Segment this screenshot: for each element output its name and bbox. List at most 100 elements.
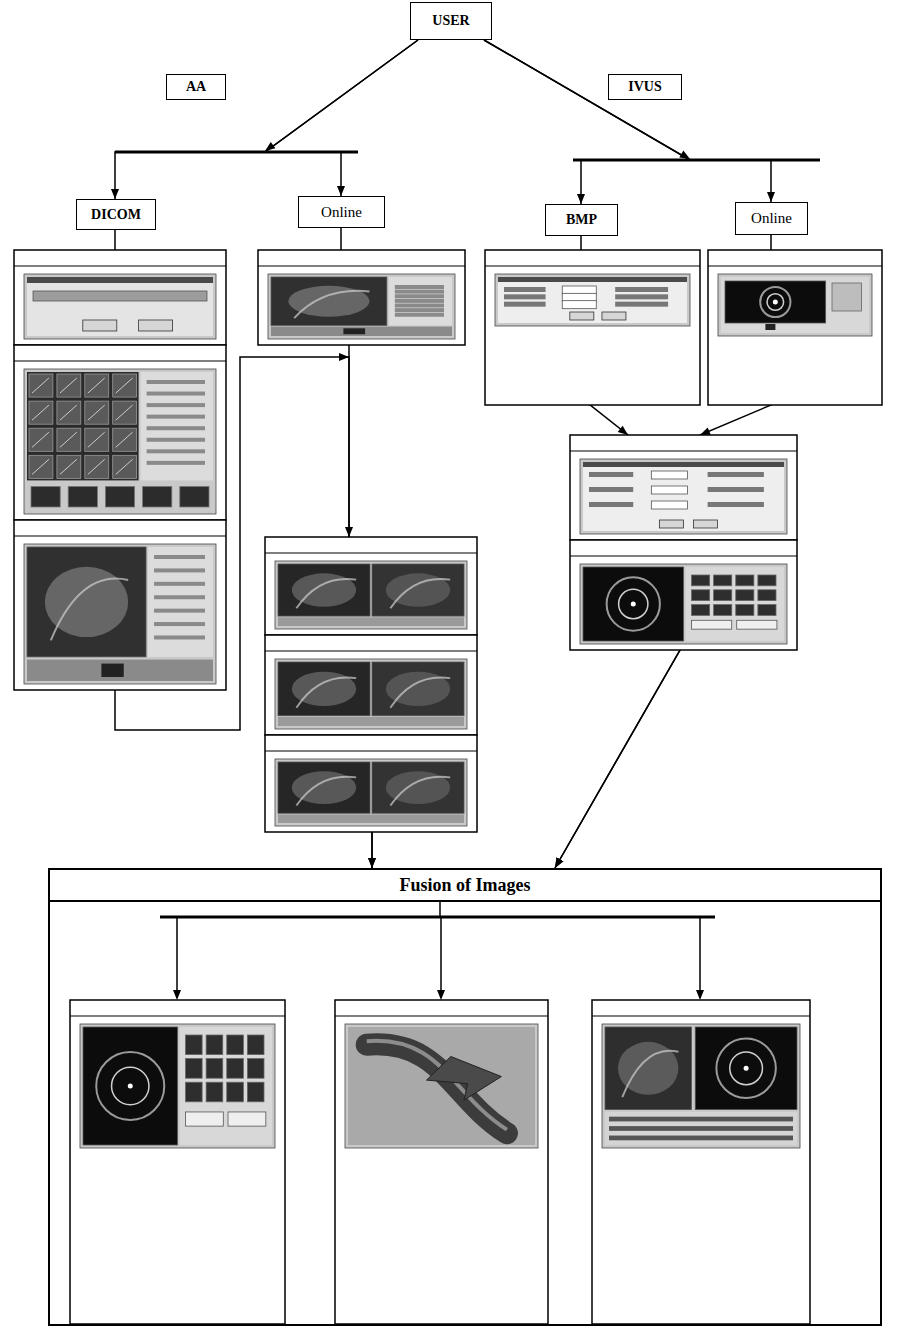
- branch-bar: [573, 159, 820, 162]
- window-title-line: [265, 650, 477, 651]
- control-button: [186, 1112, 224, 1126]
- online-ivus-screen: [708, 250, 882, 405]
- thumbnail-strip: [105, 486, 134, 507]
- window-panel: [70, 1000, 285, 1324]
- thumbnail-vessel: [116, 378, 133, 393]
- form-field: [651, 501, 687, 509]
- modality-label-box: IVUS: [608, 74, 682, 100]
- form-label: [504, 302, 546, 307]
- ivus-ring: [760, 287, 790, 317]
- thumbnail: [29, 455, 53, 478]
- thumbnail-vessel: [88, 378, 105, 393]
- branch-bar: [115, 151, 358, 154]
- angiogram-image: [372, 762, 464, 813]
- window-panel: [265, 635, 477, 735]
- control-panel: [832, 283, 862, 311]
- thumbnail-vessel: [32, 405, 49, 420]
- dicom-screens: [14, 250, 226, 690]
- screen-button: [692, 605, 710, 616]
- form-field: [562, 286, 596, 294]
- arrow-head: [700, 427, 711, 435]
- control-panel: [389, 277, 452, 325]
- dialog-button: [694, 520, 718, 528]
- screenshot-frame: [718, 274, 872, 336]
- control-line: [147, 449, 205, 453]
- arrow-head: [696, 990, 704, 1000]
- ivus-image: [83, 1027, 178, 1145]
- thumbnail: [85, 428, 109, 451]
- dialog-field: [33, 291, 207, 301]
- screenshot-frame: [268, 274, 455, 339]
- thumbnail: [57, 455, 81, 478]
- control-line: [609, 1136, 793, 1141]
- vessel-curve: [294, 291, 369, 318]
- status-button: [343, 328, 365, 334]
- form-label: [589, 487, 633, 492]
- wire: [440, 917, 442, 998]
- window-panel: [708, 250, 882, 405]
- ivus-ring: [96, 1052, 164, 1120]
- screen-button: [206, 1059, 223, 1079]
- form-label: [504, 287, 546, 292]
- flow-arrow-heads: [339, 353, 711, 537]
- screenshot-frame: [275, 659, 467, 729]
- window-panel: [570, 435, 797, 540]
- dialog-button: [570, 312, 594, 320]
- form-label: [708, 472, 764, 477]
- control-line: [395, 313, 444, 317]
- screen-button: [692, 575, 710, 586]
- control-line: [154, 635, 205, 639]
- control-line: [154, 622, 205, 626]
- screen-button: [758, 575, 776, 586]
- node-label: BMP: [566, 212, 597, 228]
- window-body: [721, 277, 869, 333]
- angiogram-image: [605, 1027, 691, 1110]
- angiogram-image: [278, 662, 370, 716]
- screen-button: [186, 1082, 203, 1102]
- node-label: Fusion of Images: [50, 870, 880, 902]
- online-angio-screen: [258, 250, 465, 345]
- control-line: [395, 285, 444, 289]
- dialog-body: [27, 277, 213, 336]
- control-line: [154, 582, 205, 586]
- ivus-catheter: [744, 1066, 749, 1071]
- arrow-head: [265, 142, 275, 151]
- vessel-curve: [390, 777, 450, 806]
- bmp-screen: [485, 250, 700, 405]
- window-title-line: [570, 555, 797, 556]
- user-box: USER: [410, 2, 492, 40]
- screen-button: [714, 590, 732, 601]
- dialog-body: [498, 277, 687, 323]
- source-box: DICOM: [76, 199, 156, 230]
- form-label: [504, 294, 546, 299]
- screenshot-frame: [275, 561, 467, 629]
- screen-button: [227, 1082, 244, 1102]
- branch-bars: [115, 142, 820, 160]
- fusion-3d-screen: [335, 1000, 548, 1324]
- vessel-curve: [296, 777, 356, 806]
- control-line: [154, 555, 205, 559]
- rendering-background: [348, 1027, 535, 1145]
- status-bar: [27, 660, 213, 681]
- thumbnail: [113, 374, 137, 397]
- thumbnail: [113, 455, 137, 478]
- screenshot-frame: [80, 1024, 275, 1148]
- ivus-processing-screens: [570, 435, 797, 650]
- status-bar: [278, 617, 464, 626]
- status-bar: [278, 814, 464, 823]
- screen-button: [186, 1059, 203, 1079]
- status-bar: [278, 717, 464, 726]
- thumbnail-strip: [143, 486, 172, 507]
- thumbnail: [57, 401, 81, 424]
- window-title-line: [70, 1015, 285, 1016]
- window-title-line: [570, 450, 797, 451]
- form-field: [562, 293, 596, 301]
- angiogram-image: [372, 662, 464, 716]
- screen-button: [186, 1035, 203, 1055]
- control-panel: [686, 567, 785, 641]
- thumbnail-vessel: [88, 432, 105, 447]
- control-button: [692, 620, 732, 629]
- screenshot-frame: [24, 544, 216, 684]
- control-button: [228, 1112, 266, 1126]
